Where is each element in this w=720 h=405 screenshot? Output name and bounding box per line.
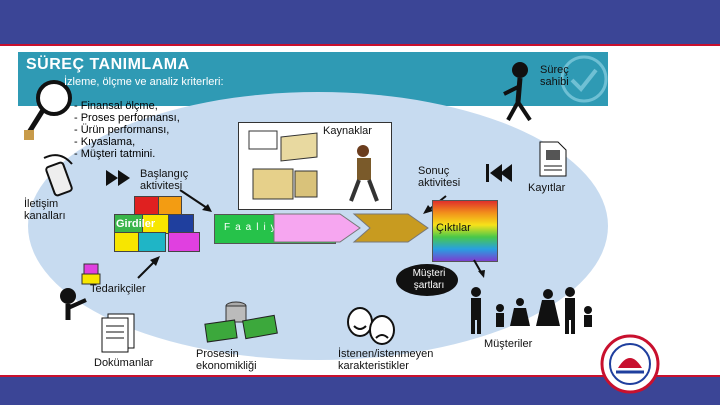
theater-masks-icon: [347, 307, 395, 345]
phone-icon: [43, 154, 73, 197]
resources-label: Kaynaklar: [323, 125, 372, 137]
top-accent-line: [0, 44, 720, 46]
magnifier-figure-icon: [24, 80, 72, 140]
document-icon: [539, 141, 567, 177]
arrow-icon: [137, 256, 160, 279]
list-item: - Ürün performansı,: [74, 124, 170, 136]
documents-label: Dokümanlar: [94, 357, 154, 369]
process-chevrons: [273, 213, 429, 243]
arrow-icon: [473, 259, 485, 278]
checkmark-icon: [560, 55, 608, 103]
customer-requirements-label: Müşteri şartları: [412, 268, 446, 291]
inputs-blocks: [112, 196, 200, 254]
arrow-icon: [179, 189, 212, 212]
measure-header: İzleme, ölçme ve analiz kriterleri:: [64, 76, 224, 88]
documents-stack-icon: [101, 313, 135, 353]
comm-channels-label: İletişim kanalları: [24, 198, 66, 222]
end-activity-label: Sonuç aktivitesi: [418, 165, 461, 189]
process-economics-label: Prosesin ekonomikliği: [196, 348, 257, 372]
money-icon: [204, 301, 278, 343]
process-owner-label: Süreç sahibi: [540, 64, 569, 88]
customer-requirements-bubble: [396, 264, 458, 296]
customers-label: Müşteriler: [484, 338, 533, 350]
skip-back-icon: [486, 164, 512, 182]
records-label: Kayıtlar: [528, 182, 566, 194]
process-owner-figure-icon: [503, 62, 532, 122]
customers-family-icon: [471, 287, 592, 334]
start-activity-label: Başlangıç aktivitesi: [140, 168, 189, 192]
bottom-accent-line: [0, 375, 720, 377]
page-title: SÜREÇ TANIMLAMA: [26, 56, 190, 73]
suppliers-label: Tedarikçiler: [90, 283, 146, 295]
activities-label: Faaliyetler: [224, 222, 325, 234]
outputs-box: [432, 200, 498, 262]
characteristics-label: İstenen/istenmeyen karakteristikler: [338, 348, 434, 372]
skip-forward-icon: [106, 170, 130, 186]
inputs-label: Girdiler: [116, 218, 156, 230]
supplier-figure-icon: [60, 263, 101, 320]
list-item: - Kıyaslama,: [74, 136, 136, 148]
top-banner: [0, 0, 720, 44]
worker-figure-icon: [349, 145, 379, 202]
university-seal-icon: [600, 334, 660, 394]
list-item: - Proses performansı,: [74, 112, 180, 124]
resources-box: Kaynaklar: [238, 122, 392, 210]
bottom-banner: [0, 377, 720, 405]
measure-list: - Finansal ölçme, - Proses performansı, …: [74, 100, 180, 160]
outputs-label: Çıktılar: [436, 222, 471, 234]
list-item: - Müşteri tatmini.: [74, 148, 156, 160]
resources-clipart-icon: [248, 130, 318, 200]
list-item: - Finansal ölçme,: [74, 100, 158, 112]
